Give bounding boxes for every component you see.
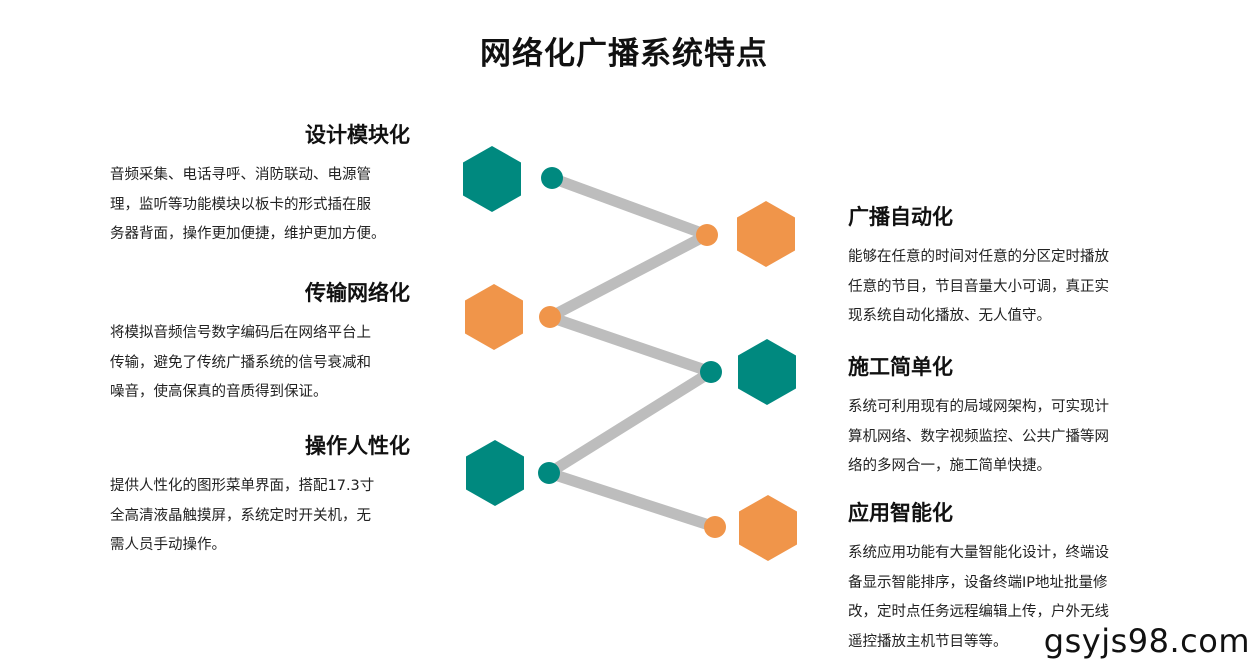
feature-transmission-networked: 传输网络化 将模拟音频信号数字编码后在网络平台上 传输，避免了传统广播系统的信号… (110, 279, 410, 408)
feature-description: 系统应用功能有大量智能化设计，终端设 备显示智能排序，设备终端IP地址批量修 改… (848, 539, 1143, 657)
feature-broadcast-automated: 广播自动化 能够在任意的时间对任意的分区定时播放 任意的节目，节目音量大小可调，… (848, 203, 1143, 332)
description-line: 务器背面，操作更加便捷，维护更加方便。 (110, 226, 386, 242)
node-orange-1 (696, 224, 718, 246)
description-line: 传输，避免了传统广播系统的信号衰减和 (110, 354, 371, 371)
description-line: 现系统自动化播放、无人值守。 (848, 308, 1051, 324)
connector-lines (543, 172, 721, 533)
description-line: 改，定时点任务远程编辑上传，户外无线 (848, 604, 1109, 620)
feature-operation-humanized: 操作人性化 提供人性化的图形菜单界面，搭配17.3寸 全高清液晶触摸屏，系统定时… (110, 432, 410, 561)
hexagon-teal-2 (738, 339, 796, 405)
hexagon-teal-1 (463, 146, 521, 212)
feature-description: 能够在任意的时间对任意的分区定时播放 任意的节目，节目音量大小可调，真正实 现系… (848, 243, 1143, 332)
hexagons (463, 146, 797, 561)
connector-nodes (538, 167, 726, 538)
description-line: 系统可利用现有的局域网架构，可实现计 (848, 399, 1109, 415)
description-line: 任意的节目，节目音量大小可调，真正实 (848, 278, 1109, 295)
hexagon-orange-2 (465, 284, 523, 350)
connector-path (543, 172, 721, 533)
description-line: 全高清液晶触摸屏，系统定时开关机，无 (110, 507, 371, 524)
node-teal-2 (700, 361, 722, 383)
hexagon-teal-3 (466, 440, 524, 506)
feature-heading: 操作人性化 (305, 434, 410, 458)
description-line: 理，监听等功能模块以板卡的形式插在服 (110, 196, 371, 213)
description-line: 能够在任意的时间对任意的分区定时播放 (848, 249, 1109, 265)
description-line: 需人员手动操作。 (110, 537, 226, 553)
feature-description: 提供人性化的图形菜单界面，搭配17.3寸 全高清液晶触摸屏，系统定时开关机，无 … (110, 472, 410, 561)
node-teal-3 (538, 462, 560, 484)
feature-description: 将模拟音频信号数字编码后在网络平台上 传输，避免了传统广播系统的信号衰减和 噪音… (110, 319, 410, 408)
description-line: 噪音，使高保真的音质得到保证。 (110, 384, 328, 400)
hexagon-orange-3 (739, 495, 797, 561)
page-title: 网络化广播系统特点 (480, 36, 768, 72)
feature-application-intelligent: 应用智能化 系统应用功能有大量智能化设计，终端设 备显示智能排序，设备终端IP地… (848, 499, 1143, 657)
hexagon-orange-1 (737, 201, 795, 267)
node-orange-2 (539, 306, 561, 328)
node-orange-3 (704, 516, 726, 538)
node-teal-1 (541, 167, 563, 189)
feature-heading: 设计模块化 (305, 123, 410, 147)
feature-heading: 传输网络化 (305, 281, 410, 305)
feature-heading: 施工简单化 (848, 355, 953, 379)
description-line: 算机网络、数字视频监控、公共广播等网 (848, 428, 1109, 445)
description-line: 音频采集、电话寻呼、消防联动、电源管 (110, 167, 371, 183)
description-line: 系统应用功能有大量智能化设计，终端设 (848, 545, 1109, 561)
watermark: gsyjs98.com (1043, 622, 1250, 660)
feature-construction-simple: 施工简单化 系统可利用现有的局域网架构，可实现计 算机网络、数字视频监控、公共广… (848, 353, 1143, 482)
description-line: 提供人性化的图形菜单界面，搭配17.3寸 (110, 478, 375, 494)
description-line: 遥控播放主机节目等等。 (848, 633, 1008, 650)
description-line: 备显示智能排序，设备终端IP地址批量修 (848, 574, 1108, 591)
feature-heading: 应用智能化 (848, 501, 953, 525)
feature-description: 音频采集、电话寻呼、消防联动、电源管 理，监听等功能模块以板卡的形式插在服 务器… (110, 161, 410, 250)
feature-description: 系统可利用现有的局域网架构，可实现计 算机网络、数字视频监控、公共广播等网 络的… (848, 393, 1143, 482)
description-line: 将模拟音频信号数字编码后在网络平台上 (110, 325, 371, 341)
feature-heading: 广播自动化 (848, 205, 953, 229)
feature-design-modular: 设计模块化 音频采集、电话寻呼、消防联动、电源管 理，监听等功能模块以板卡的形式… (110, 121, 410, 250)
description-line: 络的多网合一，施工简单快捷。 (848, 458, 1051, 474)
